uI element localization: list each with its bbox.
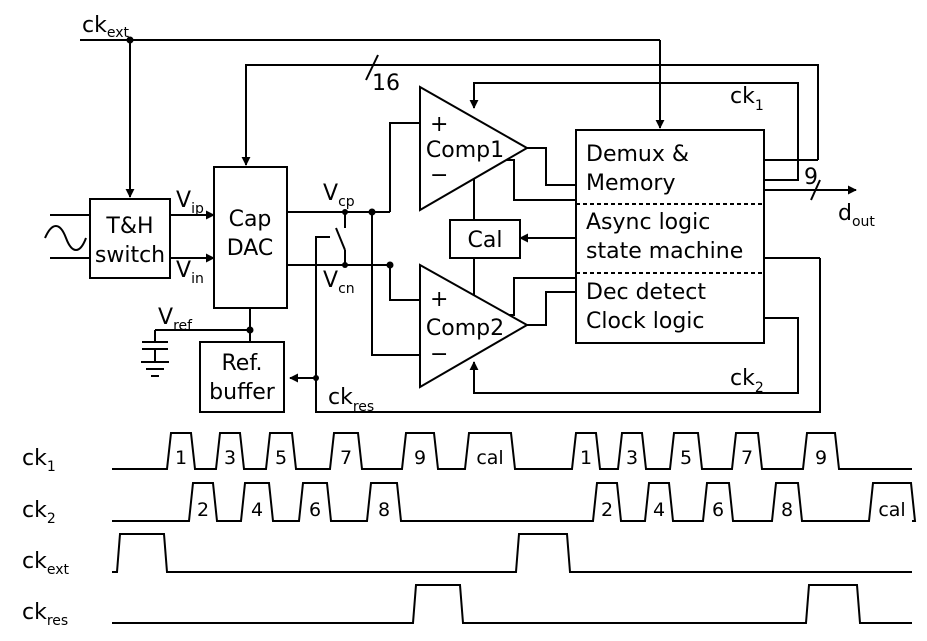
pulse-label: 5 [275,447,287,469]
ground-icon [141,361,169,377]
dec-label-line1: Dec detect [586,280,706,305]
dout-label: dout [838,201,875,230]
dac-control-bus [241,64,819,166]
cap-dac-label-line1: Cap [229,207,272,232]
bus-width-16-label: 16 [372,71,400,96]
cal-block: Cal [449,219,521,259]
comp1-label: Comp1 [426,138,504,163]
junction-dot [342,209,348,215]
ref-buffer-label-line1: Ref. [222,351,263,376]
ck1-wire [469,82,799,181]
timing-row-ck-ext: ckext [22,533,912,578]
comp2-out-async [498,277,576,316]
demux-label-line1: Demux & [586,142,689,167]
waveform [112,432,912,470]
timing-diagram: ck1 1 3 5 7 9 cal 1 3 5 7 9 ck2 2 4 6 8 2 4 6 8 cal ckext ckres [22,432,917,629]
timing-row-ck-2: ck2 2 4 6 8 2 4 6 8 cal [22,482,917,527]
sine-source-icon [44,225,87,251]
cap-dac-block: Cap DAC [213,166,288,309]
pulse-label: 2 [197,499,209,521]
waveform [112,482,917,522]
logic-block: Demux & Memory Async logic state machine… [575,129,765,344]
pulse-label: 9 [815,447,827,469]
junction-dot [313,375,319,381]
junction-dot [126,36,134,44]
comp2-minus-wire [371,212,420,356]
pulse-label: 6 [309,499,321,521]
pulse-label: 3 [224,447,236,469]
vip-label: Vip [176,188,204,217]
timing-label: ckext [22,549,69,578]
dout-bus-slash [810,179,821,201]
vcn-label: Vcn [323,268,355,297]
pulse-label: 4 [653,499,665,521]
pulse-label: cal [878,499,905,521]
pulse-label: 8 [781,499,793,521]
pulse-label: 3 [626,447,638,469]
pulse-label: 4 [251,499,263,521]
pulse-label: 8 [378,499,390,521]
ck-res-label: ckres [328,385,374,415]
timing-label: ck2 [22,498,56,527]
cap-dac-label-line2: DAC [227,236,274,261]
comp2-plus-wire [389,265,420,301]
async-label-line2: state machine [586,239,743,264]
vref-label: Vref [158,305,193,334]
waveform [112,533,912,573]
vcp-label: Vcp [323,181,355,210]
comp1-plus-wire [389,122,420,212]
pulse-label: cal [476,447,503,469]
timing-label: ck1 [22,446,56,475]
vin-label: Vin [176,258,204,287]
ck1-label: ck1 [730,84,764,114]
bus-width-9-label: 9 [804,165,818,190]
dec-label-line2: Clock logic [586,309,705,334]
ck2-wire [469,317,799,394]
timing-row-ck-res: ckres [22,584,912,629]
comp2-label: Comp2 [426,316,504,341]
comp2-plus-sign: + [430,287,448,312]
comp1-minus-sign: − [430,163,448,188]
comparator-1: + Comp1 − [419,85,530,212]
junction-dot [246,326,254,334]
capacitor-icon [142,330,168,362]
ref-buffer-label-line2: buffer [209,380,276,405]
th-label-line1: T&H [105,214,153,239]
comparator-2: + Comp2 − [419,263,530,389]
ref-buffer-block: Ref. buffer [199,341,285,413]
th-label-line2: switch [95,243,165,268]
th-switch-block: T&H switch [89,198,171,279]
switch-icon [335,227,346,251]
async-label-line1: Async logic [586,210,710,235]
pulse-label: 2 [601,499,613,521]
pulse-label: 1 [175,447,187,469]
comp2-minus-sign: − [430,342,448,367]
pulse-label: 5 [680,447,692,469]
cal-label: Cal [468,228,503,253]
junction-dot [342,262,348,268]
pulse-label: 9 [414,447,426,469]
timing-label: ckres [22,600,68,629]
pulse-label: 1 [580,447,592,469]
comp1-out-async [498,159,576,201]
ck-res-wire [315,236,821,413]
demux-label-line2: Memory [586,171,675,196]
pulse-label: 7 [340,447,352,469]
pulse-label: 6 [712,499,724,521]
pulse-label: 7 [741,447,753,469]
comp1-plus-sign: + [430,112,448,137]
ck-ext-label: ckext [82,13,129,41]
timing-row-ck-1: ck1 1 3 5 7 9 cal 1 3 5 7 9 [22,432,912,475]
comp1-out-demux [527,147,576,186]
ck2-label: ck2 [730,366,764,396]
comp2-out-dec [527,291,576,326]
waveform [112,584,912,624]
bus-slash [365,54,379,81]
